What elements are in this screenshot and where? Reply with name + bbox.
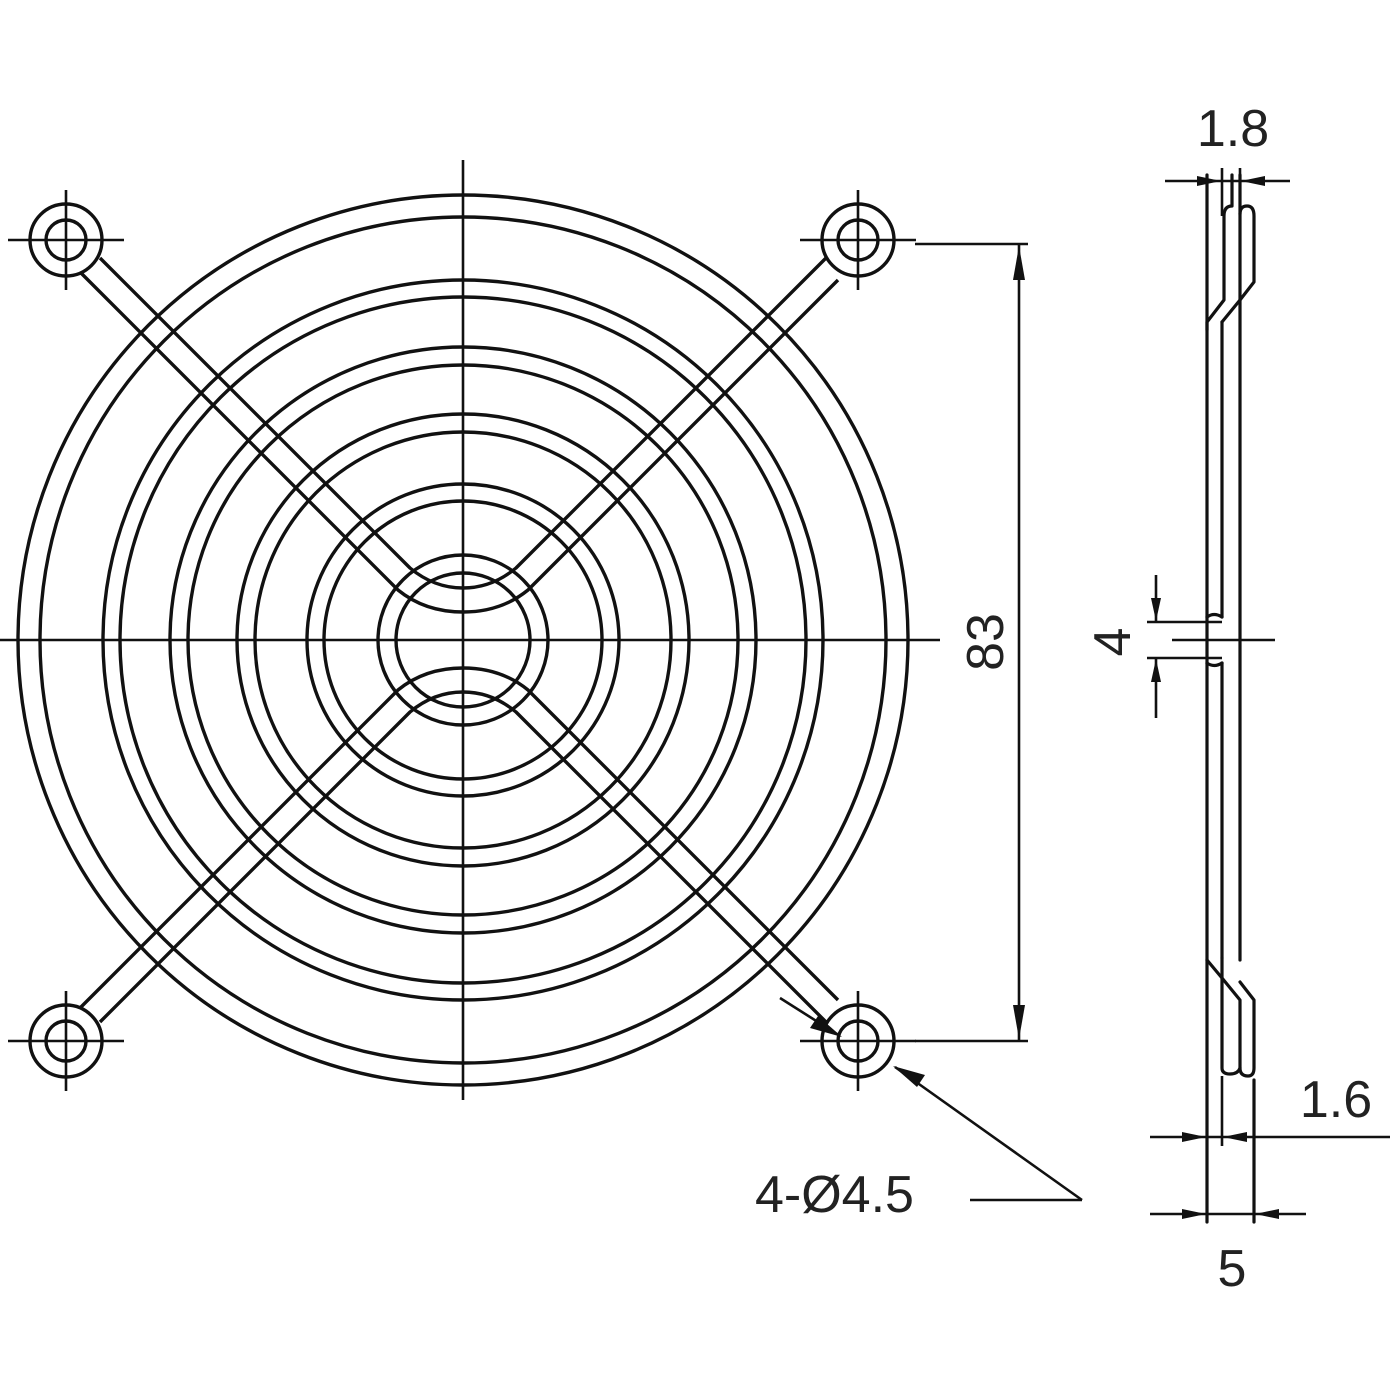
dim-1-8-arrow-left <box>1197 176 1221 186</box>
leader-arrowhead-lower <box>893 1066 925 1087</box>
side-bottom-bend <box>1205 958 1256 1078</box>
lug-bottom-right <box>800 991 916 1091</box>
arrowhead-top <box>1013 246 1025 280</box>
side-top-hook <box>1238 204 1256 302</box>
dimension-label-4: 4 <box>1084 628 1142 657</box>
side-gap-bottom <box>1205 661 1224 668</box>
dimension-label-5: 5 <box>1218 1240 1247 1298</box>
arrowhead-bottom <box>1013 1005 1025 1039</box>
side-view: 1.8 4 1.6 5 <box>1084 100 1390 1298</box>
leader-arrowhead-upper <box>810 1016 842 1037</box>
dim-1-6-arrow-left <box>1182 1132 1206 1142</box>
front-view <box>0 160 940 1100</box>
lug-top-right <box>800 190 916 290</box>
dim-1-8-arrow-right <box>1241 176 1265 186</box>
strut-top-outer <box>78 270 840 614</box>
dimension-label-1-6: 1.6 <box>1300 1071 1372 1129</box>
dim-1-6-arrow-right <box>1223 1132 1247 1142</box>
lug-top-left <box>8 190 124 290</box>
strut-bottom-inner <box>98 690 828 1024</box>
guard-struts <box>78 256 840 1024</box>
strut-top-inner <box>98 256 828 590</box>
leader-line-lower <box>894 1065 1083 1202</box>
strut-bottom-outer <box>78 666 840 1010</box>
mounting-lugs <box>8 190 916 1091</box>
dimension-label-hole: 4-Ø4.5 <box>755 1166 914 1224</box>
dimension-hole-diameter: 4-Ø4.5 <box>755 996 1083 1224</box>
dimension-label-1-8: 1.8 <box>1197 100 1269 158</box>
dim-5-arrow-right <box>1255 1209 1279 1219</box>
side-bottom-bend-inner <box>1220 956 1242 1076</box>
side-top-bend <box>1205 173 1234 332</box>
side-gap-top <box>1205 612 1224 619</box>
dimension-label-83: 83 <box>957 613 1015 671</box>
dim-4-arrow-top <box>1151 598 1161 621</box>
dim-5-arrow-left <box>1182 1209 1206 1219</box>
dim-4-arrow-bottom <box>1151 659 1161 682</box>
lug-bottom-left <box>8 991 124 1091</box>
dimension-83: 83 <box>915 242 1028 1043</box>
